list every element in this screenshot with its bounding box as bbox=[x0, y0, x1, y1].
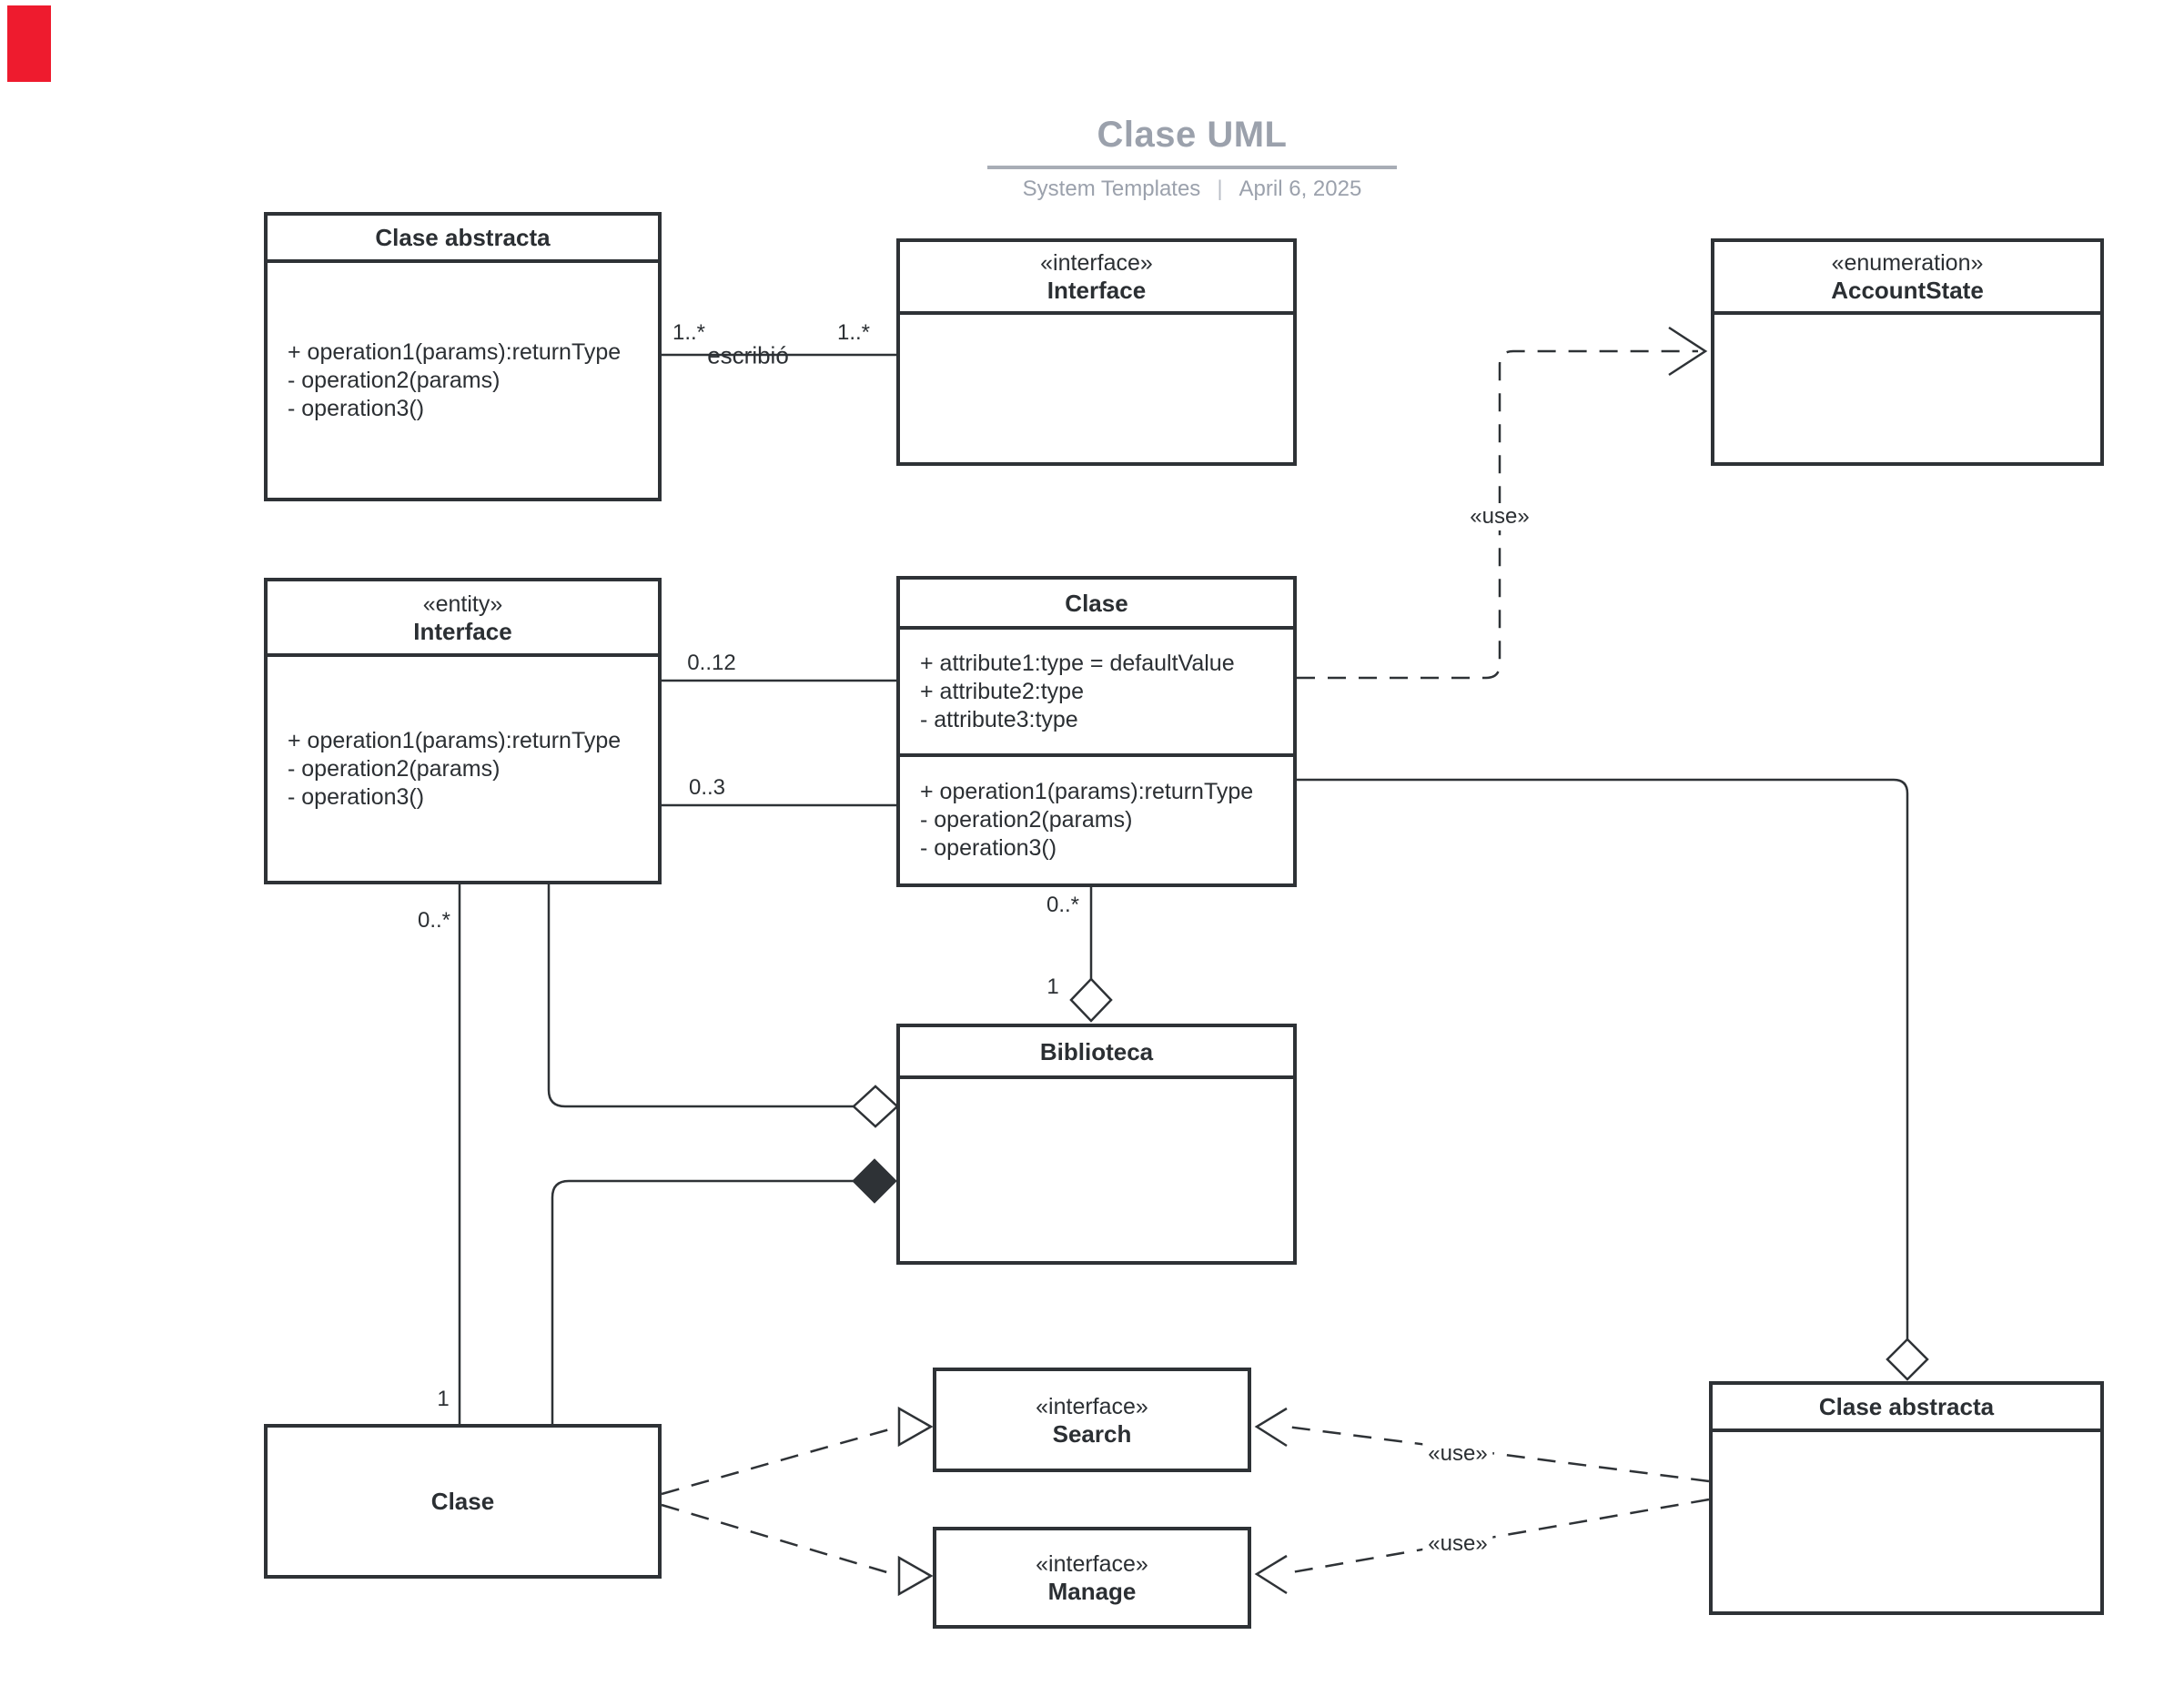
class-title: «enumeration» AccountState bbox=[1714, 242, 2100, 315]
class-name: Interface bbox=[1046, 277, 1147, 304]
operation-row: - operation3() bbox=[288, 395, 425, 421]
aggregation-clase-biblioteca-diamond bbox=[1069, 977, 1113, 1023]
class-title: Clase bbox=[900, 580, 1293, 630]
page-title: Clase UML bbox=[1097, 115, 1288, 155]
aggregation-abstract-line bbox=[1297, 778, 1909, 1339]
class-title: «entity» Interface bbox=[268, 581, 658, 657]
class-name: Manage bbox=[1047, 1578, 1137, 1605]
class-box-biblioteca[interactable]: Biblioteca bbox=[896, 1024, 1297, 1265]
title-underline bbox=[987, 166, 1397, 169]
class-title: Clase abstracta bbox=[1713, 1385, 2100, 1432]
attributes-compartment: + attribute1:type = defaultValue + attri… bbox=[900, 630, 1293, 757]
class-title: Biblioteca bbox=[900, 1027, 1293, 1079]
use-manage-line bbox=[1286, 1498, 1710, 1575]
use-stereotype-label: «use» bbox=[1464, 503, 1535, 530]
interface-box-top[interactable]: «interface» Interface bbox=[896, 238, 1297, 466]
multiplicity-label: 1 bbox=[1046, 974, 1059, 999]
class-name: Interface bbox=[413, 617, 512, 645]
attribute-row: + attribute1:type = defaultValue bbox=[920, 650, 1235, 676]
composition-biblioteca-line bbox=[551, 1179, 854, 1424]
operation-row: - operation2(params) bbox=[288, 367, 500, 393]
aggregation-abstract-diamond bbox=[1886, 1338, 1929, 1381]
multiplicity-label: 0..* bbox=[417, 908, 451, 933]
operations-compartment: + operation1(params):returnType - operat… bbox=[268, 263, 658, 498]
operations-compartment: + operation1(params):returnType - operat… bbox=[268, 657, 658, 881]
aggregation-hollow-diamond bbox=[852, 1085, 899, 1128]
interface-box-search[interactable]: «interface» Search bbox=[933, 1368, 1251, 1472]
use-accountstate-line bbox=[1297, 349, 1698, 680]
empty-compartment bbox=[1713, 1432, 2100, 1611]
stereotype-label: «interface» bbox=[1040, 250, 1153, 276]
empty-compartment bbox=[1714, 315, 2100, 462]
operation-row: + operation1(params):returnType bbox=[288, 727, 622, 753]
subtitle-separator: | bbox=[1217, 177, 1223, 201]
operation-row: - operation2(params) bbox=[288, 755, 500, 782]
operation-row: - operation3() bbox=[288, 783, 425, 810]
class-box-abstract-top[interactable]: Clase abstracta + operation1(params):ret… bbox=[264, 212, 662, 501]
realization-manage-line bbox=[661, 1503, 900, 1578]
class-title: «interface» Manage bbox=[936, 1530, 1248, 1625]
use-manage-arrowhead bbox=[1254, 1554, 1288, 1595]
interface-box-manage[interactable]: «interface» Manage bbox=[933, 1527, 1251, 1629]
association-name-escribio: escribió bbox=[707, 341, 789, 369]
use-search-arrowhead bbox=[1254, 1407, 1288, 1448]
operation-row: + operation1(params):returnType bbox=[920, 779, 1254, 804]
class-box-clase-bottom[interactable]: Clase bbox=[264, 1424, 662, 1579]
multiplicity-label: 0..* bbox=[1046, 893, 1080, 917]
page-subtitle: System Templates | April 6, 2025 bbox=[896, 177, 1488, 202]
entity-box-interface[interactable]: «entity» Interface + operation1(params):… bbox=[264, 578, 662, 884]
class-title: Clase bbox=[430, 1488, 495, 1515]
attribute-row: + attribute2:type bbox=[920, 678, 1084, 704]
subtitle-source: System Templates bbox=[1022, 177, 1201, 201]
stereotype-label: «interface» bbox=[1036, 1393, 1148, 1419]
stereotype-label: «entity» bbox=[422, 591, 503, 617]
multiplicity-label: 0..3 bbox=[688, 775, 726, 800]
class-title: Clase abstracta bbox=[268, 216, 658, 263]
enumeration-box-accountstate[interactable]: «enumeration» AccountState bbox=[1711, 238, 2104, 466]
use-search-line bbox=[1286, 1425, 1710, 1483]
red-marker bbox=[7, 5, 51, 82]
class-name: Search bbox=[1052, 1419, 1132, 1448]
subtitle-date: April 6, 2025 bbox=[1239, 177, 1362, 201]
class-title: «interface» Interface bbox=[900, 242, 1293, 315]
stereotype-label: «enumeration» bbox=[1831, 250, 1984, 276]
aggregation-biblioteca-line bbox=[547, 884, 854, 1108]
empty-compartment bbox=[900, 1079, 1293, 1261]
class-box-abstract-bottom[interactable]: Clase abstracta bbox=[1709, 1381, 2104, 1615]
multiplicity-label: 1 bbox=[437, 1387, 450, 1411]
realization-manage-triangle bbox=[897, 1555, 934, 1597]
realization-search-triangle bbox=[897, 1406, 934, 1448]
operations-compartment: + operation1(params):returnType - operat… bbox=[900, 757, 1293, 883]
use-accountstate-arrowhead bbox=[1668, 326, 1708, 377]
operation-row: + operation1(params):returnType bbox=[288, 338, 622, 365]
multiplicity-label: 1..* bbox=[836, 320, 871, 345]
class-box-clase-center[interactable]: Clase + attribute1:type = defaultValue +… bbox=[896, 576, 1297, 887]
stereotype-label: «interface» bbox=[1036, 1551, 1148, 1577]
composition-filled-diamond bbox=[852, 1158, 897, 1204]
empty-compartment bbox=[900, 315, 1293, 462]
attribute-row: - attribute3:type bbox=[920, 706, 1078, 732]
class-name: AccountState bbox=[1831, 277, 1984, 304]
use-stereotype-label: «use» bbox=[1422, 1440, 1493, 1468]
class-title: «interface» Search bbox=[936, 1371, 1248, 1469]
multiplicity-label: 0..12 bbox=[687, 651, 736, 675]
operation-row: - operation2(params) bbox=[920, 807, 1133, 833]
use-stereotype-label: «use» bbox=[1422, 1530, 1493, 1558]
multiplicity-label: 1..* bbox=[672, 320, 706, 345]
realization-search-line bbox=[661, 1425, 900, 1496]
operation-row: - operation3() bbox=[920, 835, 1057, 861]
